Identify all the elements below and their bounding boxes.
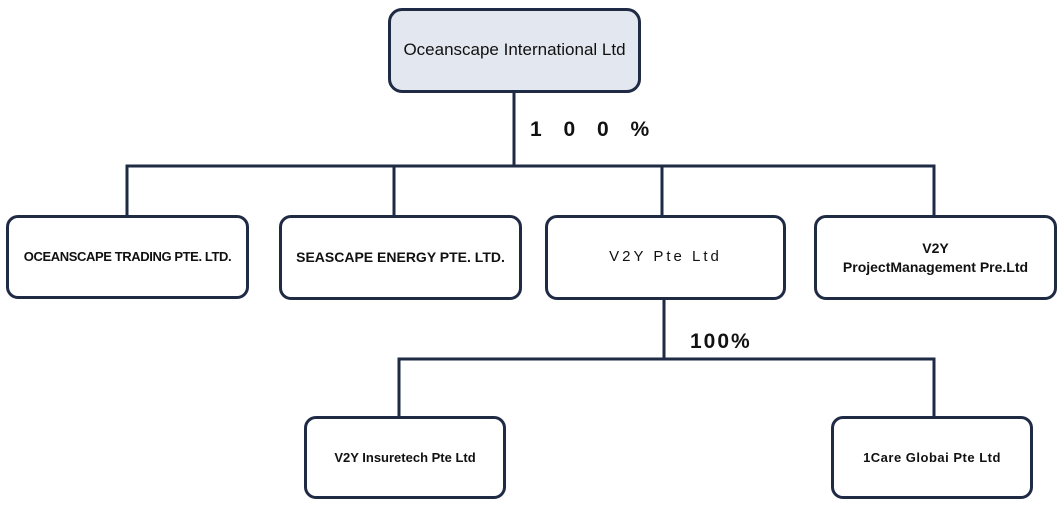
node-1care-global: 1Care Globai Pte Ltd: [831, 416, 1033, 499]
node-1care-global-label: 1Care Globai Pte Ltd: [863, 449, 1001, 465]
root-node-oceanscape-international: Oceanscape International Ltd: [388, 8, 641, 93]
root-ownership-label: 1 0 0 %: [530, 118, 658, 141]
node-seascape-energy: SEASCAPE ENERGY PTE. LTD.: [279, 215, 522, 300]
node-v2y-insuretech-label: V2Y Insuretech Pte Ltd: [334, 449, 476, 465]
node-seascape-energy-label: SEASCAPE ENERGY PTE. LTD.: [296, 249, 505, 266]
v2y-ownership-label: 100%: [690, 330, 752, 353]
node-v2y-project-management-label: V2Y ProjectManagement Pre.Ltd: [842, 239, 1029, 275]
node-v2y-insuretech: V2Y Insuretech Pte Ltd: [304, 416, 506, 499]
root-node-label: Oceanscape International Ltd: [403, 40, 626, 60]
node-v2y: V2Y Pte Ltd: [545, 215, 786, 300]
node-v2y-project-management: V2Y ProjectManagement Pre.Ltd: [814, 215, 1057, 300]
node-v2y-label: V2Y Pte Ltd: [609, 248, 722, 266]
node-oceanscape-trading: OCEANSCAPE TRADING PTE. LTD.: [6, 215, 249, 299]
node-oceanscape-trading-label: OCEANSCAPE TRADING PTE. LTD.: [23, 249, 232, 265]
